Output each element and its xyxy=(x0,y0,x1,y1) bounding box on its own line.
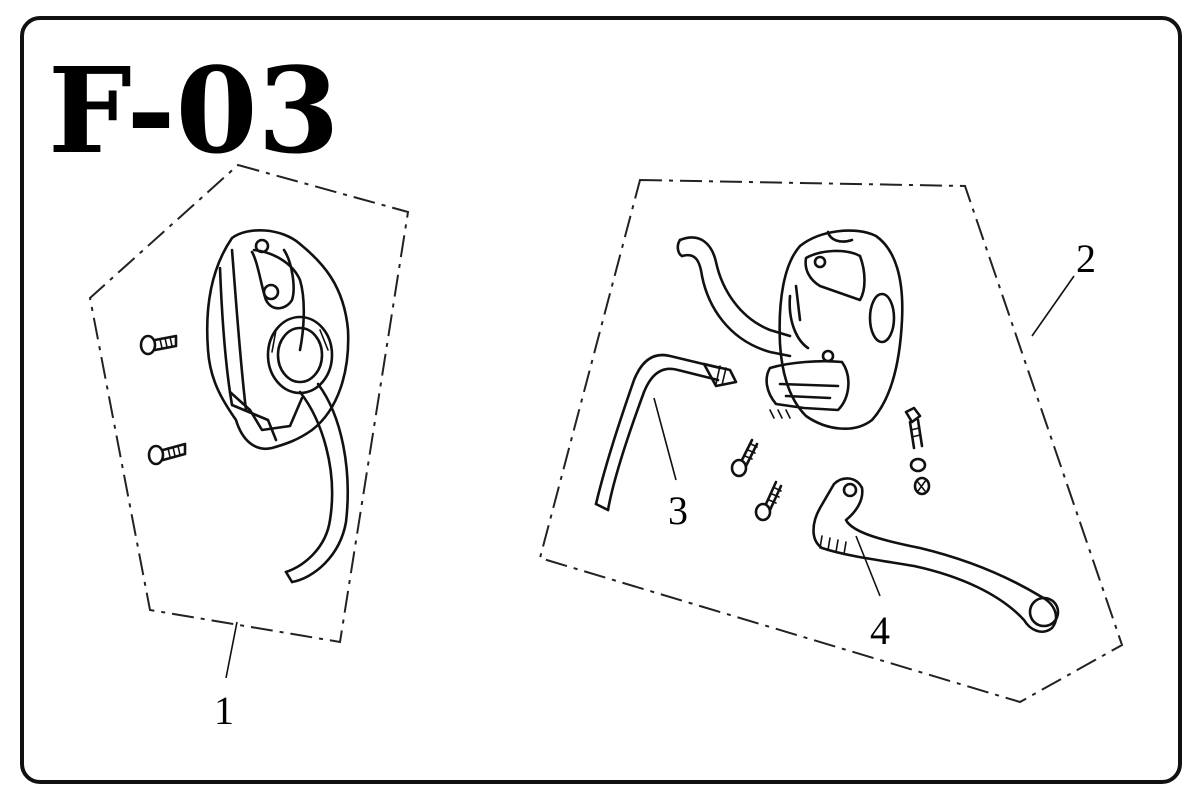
leader-3 xyxy=(653,397,677,481)
screw-upper xyxy=(139,334,178,356)
leader-4 xyxy=(855,535,881,597)
callout-1: 1 xyxy=(214,688,234,733)
diagram-border xyxy=(20,16,1182,784)
callout-4: 4 xyxy=(870,608,890,653)
screw-lower xyxy=(147,442,187,466)
brake-lever xyxy=(812,477,1060,633)
bolt-2 xyxy=(754,480,783,522)
group-2-outline xyxy=(538,178,1124,704)
leader-2 xyxy=(1031,275,1075,337)
group-1-outline xyxy=(88,163,410,644)
right-lever-housing xyxy=(765,229,904,431)
callout-3: 3 xyxy=(668,488,688,533)
leader-1 xyxy=(225,621,238,679)
pivot-bolt-nut xyxy=(904,406,931,496)
mirror-stem xyxy=(676,236,792,358)
callout-2: 2 xyxy=(1076,236,1096,281)
switch-cable xyxy=(594,353,738,512)
left-handlebar-switch xyxy=(205,228,350,584)
bolt-1 xyxy=(730,438,759,478)
page-title: F-03 xyxy=(48,41,340,180)
